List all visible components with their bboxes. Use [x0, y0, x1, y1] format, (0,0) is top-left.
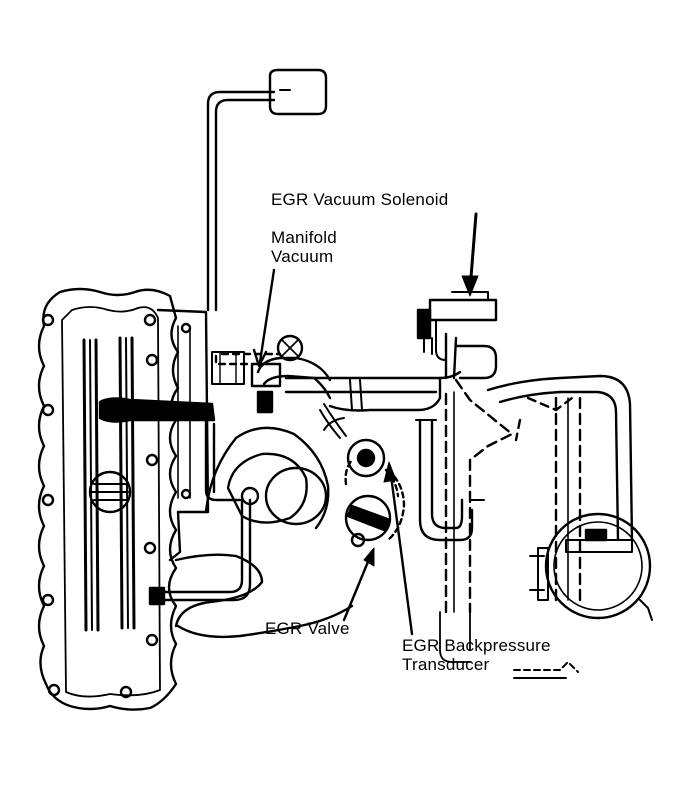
- egr-backpressure-transducer-label: EGR Backpressure Transducer: [402, 636, 551, 674]
- valve-cover: [37, 287, 216, 711]
- egr-vacuum-solenoid-label: EGR Vacuum Solenoid: [271, 190, 448, 209]
- right-housing: [415, 374, 653, 663]
- crossover-hoses: [256, 332, 498, 412]
- manifold-vacuum-line2: Vacuum: [271, 247, 334, 266]
- egr-vacuum-solenoid-text: EGR Vacuum Solenoid: [271, 190, 449, 209]
- egr-valve-text: EGR Valve: [265, 619, 350, 638]
- manifold-vacuum-label: Manifold Vacuum: [271, 228, 337, 266]
- egr-valve-label: EGR Valve: [265, 619, 350, 638]
- egr-backpressure-line1: EGR Backpressure: [402, 636, 551, 655]
- vacuum-lines: [148, 68, 328, 606]
- egr-vacuum-solenoid: [416, 291, 498, 361]
- label-leaders: [252, 212, 579, 679]
- manifold-vacuum-line1: Manifold: [271, 228, 337, 247]
- egr-backpressure-line2: Transducer: [402, 655, 490, 674]
- egr-valve-assembly: [214, 334, 406, 548]
- intake-manifold: [156, 308, 354, 639]
